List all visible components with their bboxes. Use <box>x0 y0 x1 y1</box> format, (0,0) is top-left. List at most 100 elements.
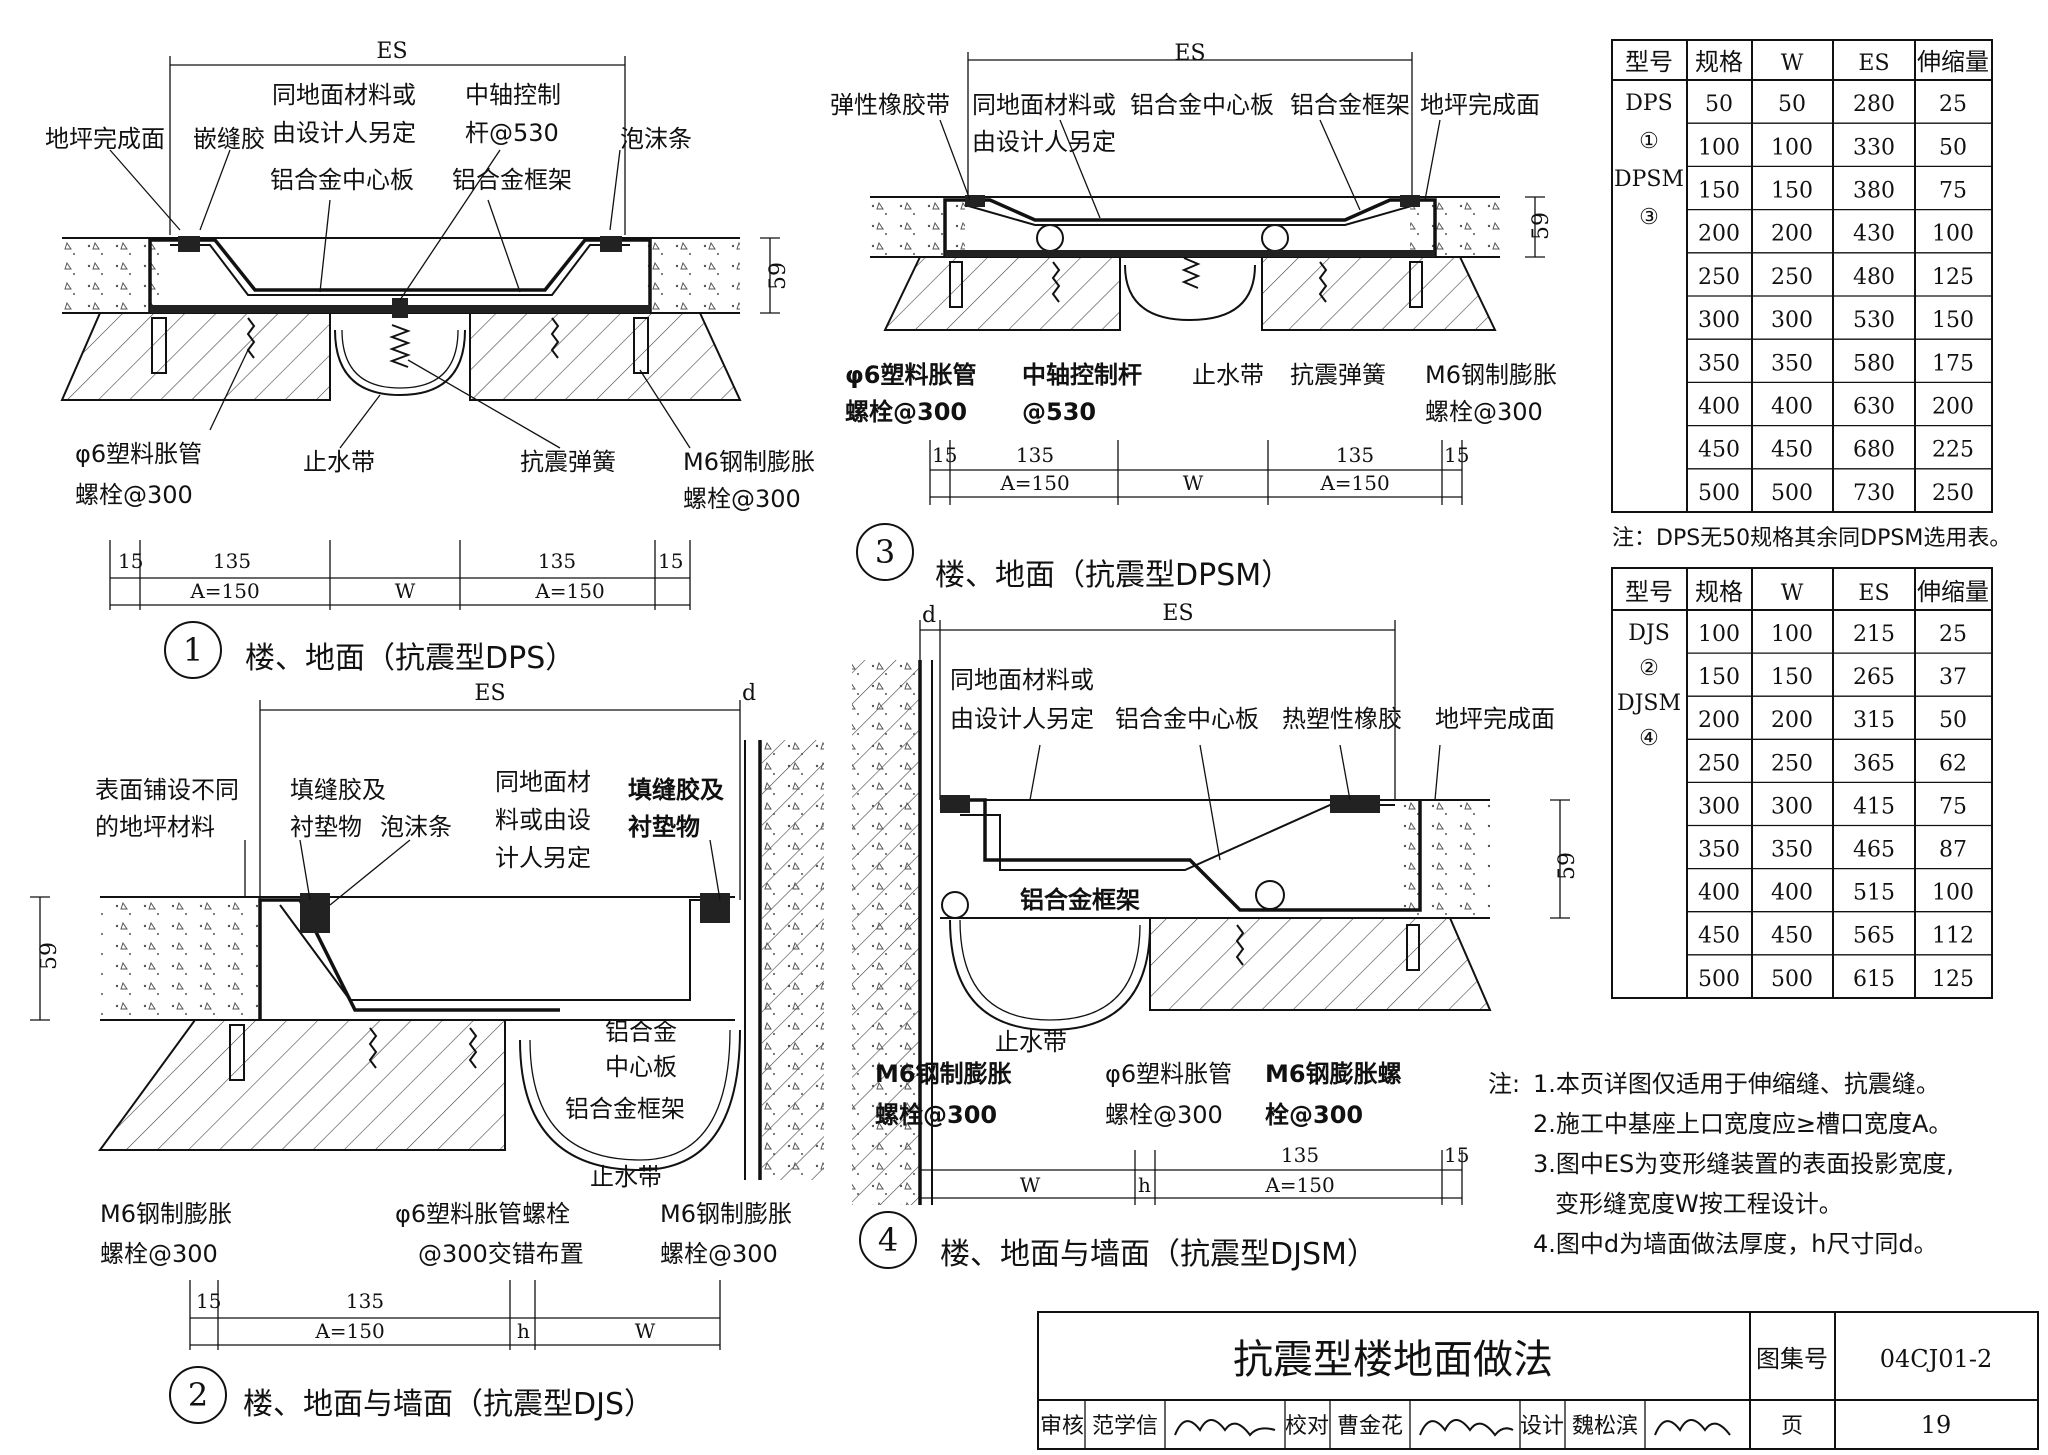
d4-number: 4 <box>878 1221 898 1259</box>
d1-center-plate-label: 铝合金中心板 <box>270 166 414 194</box>
note-3: 3.图中ES为变形缝装置的表面投影宽度, <box>1533 1150 1954 1178</box>
t1-cell: 450 <box>1698 438 1740 463</box>
t1-cell: 25 <box>1939 92 1967 117</box>
d2-title: 楼、地面与墙面（抗震型DJS） <box>243 1387 654 1422</box>
t1-header-spec: 规格 <box>1695 48 1743 76</box>
d2-steel-anchor-r: M6钢制膨胀 <box>660 1200 792 1228</box>
d1-dim-135-right: 135 <box>538 549 576 573</box>
d2-steel-bolt-r: 螺栓@300 <box>660 1240 778 1268</box>
t1-cell: 150 <box>1771 179 1813 204</box>
t1-cell: 75 <box>1939 179 1967 204</box>
d1-dim-w: W <box>395 579 416 603</box>
d3-title: 楼、地面（抗震型DPSM） <box>935 558 1291 593</box>
t2-cell: 300 <box>1698 794 1740 819</box>
t1-cell: 400 <box>1771 395 1813 420</box>
detail-3: ES 59 弹性橡胶带 由设计人另定 同地面材料或 铝合金中心板 铝合金框架 <box>830 41 1557 593</box>
d2-floor-material-label: 的地坪材料 <box>95 813 215 841</box>
t1-cell: 730 <box>1853 481 1895 506</box>
t2-cell: 150 <box>1771 665 1813 690</box>
d1-steel-anchor-label: M6钢制膨胀 <box>683 448 815 476</box>
d2-same-material-2: 料或由设 <box>495 806 591 834</box>
d1-dim-135-left: 135 <box>213 549 251 573</box>
t2-cell: 75 <box>1939 794 1967 819</box>
t2-cell: 25 <box>1939 622 1967 647</box>
d4-designer-label: 由设计人另定 <box>950 705 1094 733</box>
d4-frame-label: 铝合金框架 <box>1020 886 1140 914</box>
t1-cell: 500 <box>1698 481 1740 506</box>
d1-anchor-pipe-label: φ6塑料胀管 <box>75 440 202 468</box>
d4-title: 楼、地面与墙面（抗震型DJSM） <box>940 1237 1377 1272</box>
d2-dim-15: 15 <box>196 1289 221 1313</box>
t1-cell: 500 <box>1771 481 1813 506</box>
t1-cell: 250 <box>1932 481 1974 506</box>
d3-dim-a-right: A=150 <box>1319 471 1389 495</box>
t2-cell: 450 <box>1771 924 1813 949</box>
check-label: 校对 <box>1285 1414 1329 1439</box>
t1-note: 注：DPS无50规格其余同DPSM选用表。 <box>1612 526 2011 551</box>
d1-es-label: ES <box>376 39 407 64</box>
design-label: 设计 <box>1520 1414 1564 1439</box>
d4-dim-135: 135 <box>1281 1143 1319 1167</box>
t1-model-2: ① <box>1639 129 1659 154</box>
t1-cell: 200 <box>1932 395 1974 420</box>
t1-header-stroke: 伸缩量 <box>1917 48 1989 76</box>
t1-cell: 400 <box>1698 395 1740 420</box>
t1-cell: 630 <box>1853 395 1895 420</box>
d2-backing-r-label: 衬垫物 <box>628 813 700 841</box>
d4-pipe-bolt-label: 螺栓@300 <box>1105 1101 1223 1129</box>
d2-dim-h: h <box>517 1319 530 1343</box>
d2-foam-label: 泡沫条 <box>380 813 452 841</box>
d2-backing-label: 衬垫物 <box>290 813 362 841</box>
d3-es-label: ES <box>1174 41 1205 66</box>
d4-same-material-label: 同地面材料或 <box>950 666 1094 694</box>
d1-center-rod-label: 中轴控制 <box>465 81 561 109</box>
t1-cell: 200 <box>1698 222 1740 247</box>
t2-cell: 100 <box>1932 881 1974 906</box>
t1-model-4: ③ <box>1639 205 1659 230</box>
t2-cell: 300 <box>1771 794 1813 819</box>
t1-cell: 480 <box>1853 265 1895 290</box>
d1-steel-bolt-label: 螺栓@300 <box>683 485 801 513</box>
t1-header-w: W <box>1781 51 1804 76</box>
d2-filler-r-label: 填缝胶及 <box>628 776 724 804</box>
d3-dim-15-right: 15 <box>1444 443 1469 467</box>
t1-cell: 150 <box>1932 308 1974 333</box>
atlas-no: 04CJ01-2 <box>1880 1345 1992 1373</box>
t2-model-1: DJS <box>1628 621 1670 646</box>
d1-sealant-label: 嵌缝胶 <box>193 125 265 153</box>
d2-number: 2 <box>188 1376 208 1414</box>
t1-header-model: 型号 <box>1625 48 1673 76</box>
d1-dim-a-right: A=150 <box>534 579 604 603</box>
t1-cell: 250 <box>1771 265 1813 290</box>
d3-same-material-label: 同地面材料或 <box>972 91 1116 119</box>
d4-steel-anchor-r: M6钢膨胀螺 <box>1265 1060 1402 1088</box>
t1-cell: 380 <box>1853 179 1895 204</box>
d3-center-plate-label: 铝合金中心板 <box>1130 91 1274 119</box>
t2-model-4: ④ <box>1639 726 1659 751</box>
d4-d-label: d <box>922 603 936 628</box>
t2-header-w: W <box>1781 581 1804 606</box>
t1-cell: 50 <box>1705 92 1733 117</box>
d4-dim-w: W <box>1020 1173 1041 1197</box>
d1-dim-15-right: 15 <box>658 549 683 573</box>
detail-2: ES d 59 表面铺设不同 的地坪材料 填缝胶及 衬垫物 泡沫条 <box>30 681 824 1424</box>
t2-cell: 415 <box>1853 794 1895 819</box>
t1-cell: 150 <box>1698 179 1740 204</box>
d1-dim-59: 59 <box>766 262 791 290</box>
t2-cell: 250 <box>1771 751 1813 776</box>
d4-es-label: ES <box>1162 601 1193 626</box>
d3-rod-spacing-label: @530 <box>1022 398 1096 426</box>
d1-dim-a-left: A=150 <box>189 579 259 603</box>
t2-cell: 265 <box>1853 665 1895 690</box>
d4-dim-59: 59 <box>1555 852 1580 880</box>
d1-designer-label: 由设计人另定 <box>272 119 416 147</box>
t1-cell: 250 <box>1698 265 1740 290</box>
t2-cell: 215 <box>1853 622 1895 647</box>
t2-cell: 200 <box>1698 708 1740 733</box>
t1-cell: 450 <box>1771 438 1813 463</box>
t2-cell: 87 <box>1939 838 1967 863</box>
